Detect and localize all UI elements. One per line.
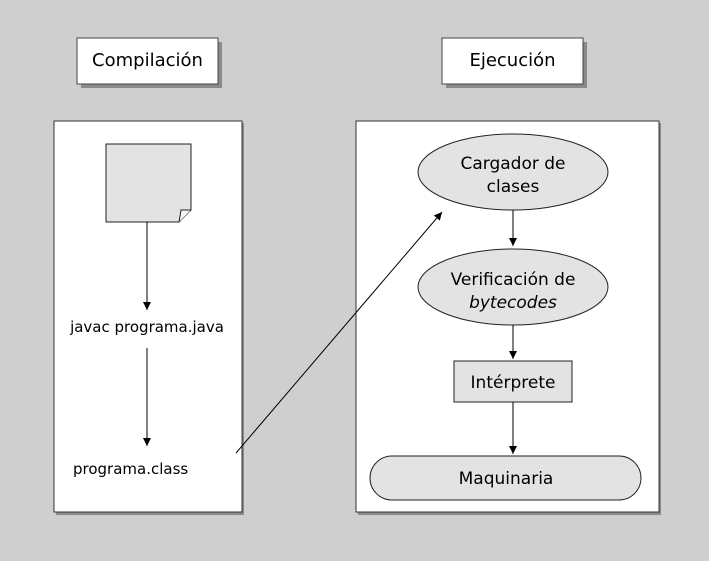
arrow-class-to-loader [235,211,443,454]
verifier-label-line1: Verificación de [451,270,576,290]
class-file: programa.class [73,460,188,478]
interpreter-label: Intérprete [471,373,556,393]
interpreter-node: Intérprete [453,360,573,403]
verifier-label-line2: bytecodes [469,293,557,313]
machine-node: Maquinaria [369,455,642,501]
bytecode-verifier-node: Verificación de bytecodes [417,248,609,326]
source-file-icon [105,143,192,223]
class-loader-label-line2: clases [487,177,540,197]
class-loader-label-line1: Cargador de [460,154,565,174]
class-loader-node: Cargador de clases [417,133,609,211]
machine-label: Maquinaria [459,469,554,489]
execution-title: Ejecución [469,50,555,71]
execution-panel [355,120,661,515]
javac-command: javac programa.java [69,318,224,336]
compilation-title-box: Compilación [76,37,222,88]
execution-title-box: Ejecución [441,37,587,88]
compilation-title: Compilación [92,50,203,71]
